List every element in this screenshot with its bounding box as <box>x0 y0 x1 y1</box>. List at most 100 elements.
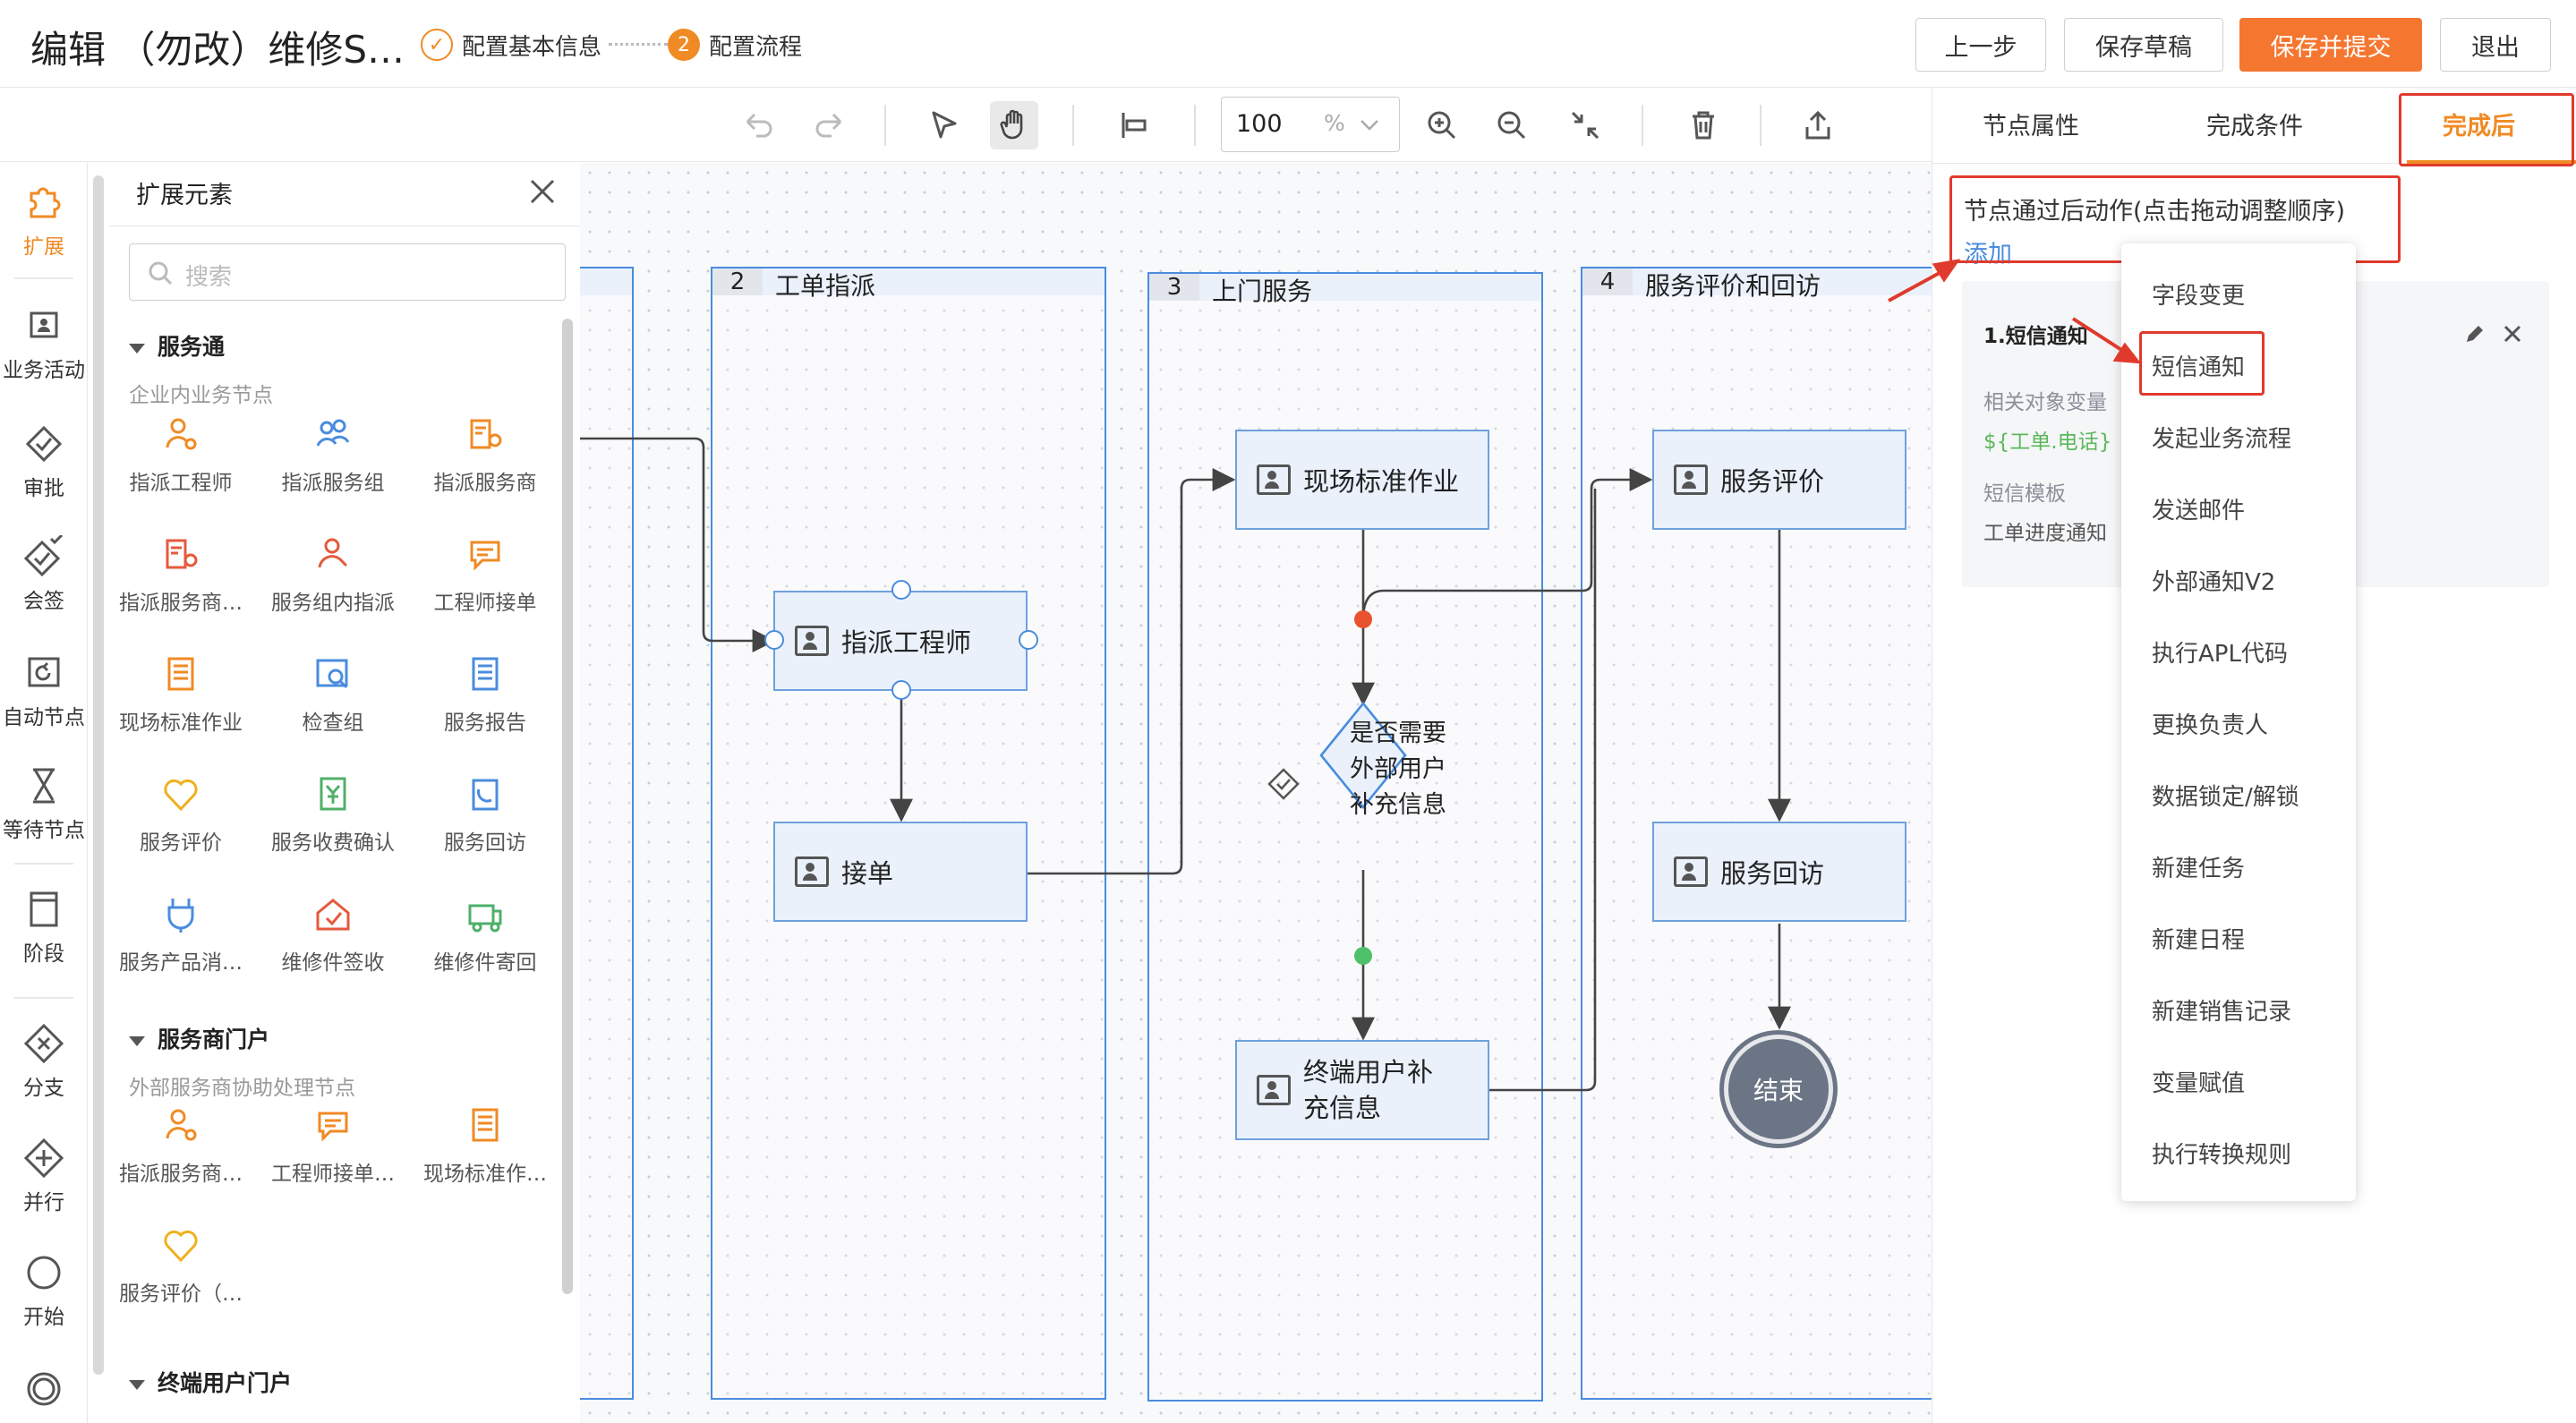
node-port[interactable] <box>764 630 784 650</box>
menu-item[interactable]: 新建日程 <box>2152 927 2246 954</box>
menu-item[interactable]: 外部通知V2 <box>2152 569 2276 596</box>
palette-item[interactable]: 维修件签收 <box>261 893 405 976</box>
palette-item[interactable]: 服务评价（… <box>109 1224 252 1307</box>
menu-item[interactable]: 发起业务流程 <box>2152 426 2292 453</box>
rail-item-wait-node[interactable]: 等待节点 <box>0 764 88 843</box>
palette-item[interactable]: 检查组 <box>261 653 405 736</box>
step-number-badge: 2 <box>668 29 700 61</box>
align-icon[interactable] <box>1110 101 1158 149</box>
menu-item[interactable]: 执行转换规则 <box>2152 1142 2292 1169</box>
palette-item[interactable]: 指派工程师 <box>109 413 252 496</box>
rail-item-start[interactable]: 开始 <box>0 1251 88 1330</box>
palette-item-icon <box>167 657 194 691</box>
step-configure-flow[interactable]: 2 配置流程 <box>668 27 802 63</box>
person-card-icon <box>1674 856 1708 887</box>
tab-node-properties[interactable]: 节点属性 <box>1983 113 2079 141</box>
swimlane-prev[interactable] <box>580 267 634 1400</box>
hand-pan-icon[interactable] <box>990 101 1038 149</box>
add-action-link[interactable]: 添加 <box>1964 241 2012 268</box>
palette-item[interactable]: 指派服务商 <box>414 413 557 496</box>
rail-item-countersign[interactable]: 会签 <box>0 535 88 614</box>
zoom-in-icon[interactable] <box>1418 101 1466 149</box>
rail-scrollbar[interactable] <box>93 175 104 1375</box>
palette-item[interactable]: 指派服务组 <box>261 413 405 496</box>
edit-pencil-icon[interactable] <box>2463 322 2486 345</box>
menu-item[interactable]: 更换负责人 <box>2152 712 2269 739</box>
close-icon[interactable] <box>2501 322 2524 345</box>
palette-item[interactable]: 服务评价 <box>109 773 252 856</box>
palette-scrollbar[interactable] <box>562 319 573 1294</box>
flow-canvas[interactable]: 2 工单指派 3 上门服务 4 服务评价和回访 <box>580 163 1932 1423</box>
node-onsite-work[interactable]: 现场标准作业 <box>1235 430 1489 530</box>
close-icon[interactable] <box>526 175 559 208</box>
node-port[interactable] <box>1019 630 1038 650</box>
node-port[interactable] <box>891 680 911 700</box>
menu-item[interactable]: 执行APL代码 <box>2152 641 2288 668</box>
rail-item-branch[interactable]: 分支 <box>0 1022 88 1101</box>
active-tab-indicator <box>2407 160 2576 164</box>
rail-item-approve[interactable]: 审批 <box>0 422 88 501</box>
node-end[interactable]: 结束 <box>1724 1035 1833 1144</box>
palette-item-icon <box>470 419 502 449</box>
rail-item-auto-node[interactable]: 自动节点 <box>0 652 88 730</box>
rail-item-stage[interactable]: 阶段 <box>0 888 88 967</box>
node-accept-order[interactable]: 接单 <box>773 822 1028 922</box>
step-label: 配置基本信息 <box>462 33 602 61</box>
menu-item[interactable]: 短信通知 <box>2152 354 2246 381</box>
decision-diamond[interactable] <box>1319 701 1407 810</box>
node-port[interactable] <box>891 580 911 600</box>
node-service-eval[interactable]: 服务评价 <box>1652 430 1906 530</box>
rail-item-end[interactable] <box>0 1368 88 1416</box>
tab-completion-conditions[interactable]: 完成条件 <box>2206 113 2303 141</box>
menu-item[interactable]: 变量赋值 <box>2152 1070 2246 1097</box>
palette-item[interactable]: 指派服务商… <box>109 533 252 616</box>
palette-item[interactable]: 维修件寄回 <box>414 893 557 976</box>
node-end-user-supplement[interactable]: 终端用户补充信息 <box>1235 1040 1489 1140</box>
redo-icon[interactable] <box>806 101 854 149</box>
exit-button[interactable]: 退出 <box>2440 18 2551 72</box>
palette-item[interactable]: 服务产品消… <box>109 893 252 976</box>
palette-item[interactable]: 服务回访 <box>414 773 557 856</box>
palette-item[interactable]: 服务组内指派 <box>261 533 405 616</box>
group-header-provider-portal[interactable]: 服务商门户 <box>129 1022 269 1054</box>
branch-point-green[interactable] <box>1354 947 1372 965</box>
prev-step-button[interactable]: 上一步 <box>1915 18 2046 72</box>
rail-item-extension[interactable]: 扩展 <box>0 181 88 260</box>
step-basic-info[interactable]: ✓ 配置基本信息 <box>421 27 601 63</box>
rail-item-business-activity[interactable]: 业务活动 <box>0 304 88 383</box>
palette-item[interactable]: 工程师接单 <box>414 533 557 616</box>
tab-after-completion[interactable]: 完成后 <box>2443 113 2515 141</box>
palette-item[interactable]: 指派服务商… <box>109 1104 252 1187</box>
chevron-down-icon <box>1361 120 1378 131</box>
menu-item[interactable]: 字段变更 <box>2152 283 2246 310</box>
group-header-enduser-portal[interactable]: 终端用户门户 <box>129 1366 292 1398</box>
palette-search-input[interactable]: 搜索 <box>129 243 566 301</box>
palette-item-icon <box>468 904 502 933</box>
export-icon[interactable] <box>1794 101 1842 149</box>
save-submit-button[interactable]: 保存并提交 <box>2239 18 2422 72</box>
palette-item[interactable]: 服务收费确认 <box>261 773 405 856</box>
node-service-revisit[interactable]: 服务回访 <box>1652 822 1906 922</box>
lane-title: 工单指派 <box>775 271 876 301</box>
menu-item[interactable]: 发送邮件 <box>2152 498 2246 524</box>
delete-icon[interactable] <box>1679 101 1727 149</box>
palette-item[interactable]: 现场标准作业 <box>109 653 252 736</box>
group-header-fuwutong[interactable]: 服务通 <box>129 329 225 362</box>
menu-item[interactable]: 数据锁定/解锁 <box>2152 784 2299 811</box>
node-assign-engineer[interactable]: 指派工程师 <box>773 591 1028 691</box>
group-desc: 企业内业务节点 <box>129 384 273 407</box>
palette-item-icon <box>164 779 198 812</box>
palette-item[interactable]: 现场标准作… <box>414 1104 557 1187</box>
select-pointer-icon[interactable] <box>920 101 968 149</box>
undo-icon[interactable] <box>734 101 782 149</box>
zoom-select[interactable]: 100 % <box>1221 97 1400 152</box>
branch-point-red[interactable] <box>1354 610 1372 628</box>
rail-item-parallel[interactable]: 并行 <box>0 1137 88 1215</box>
menu-item[interactable]: 新建任务 <box>2152 856 2246 882</box>
fit-view-icon[interactable] <box>1561 101 1609 149</box>
menu-item[interactable]: 新建销售记录 <box>2152 999 2292 1026</box>
zoom-out-icon[interactable] <box>1488 101 1536 149</box>
save-draft-button[interactable]: 保存草稿 <box>2064 18 2223 72</box>
palette-item[interactable]: 工程师接单… <box>261 1104 405 1187</box>
palette-item[interactable]: 服务报告 <box>414 653 557 736</box>
